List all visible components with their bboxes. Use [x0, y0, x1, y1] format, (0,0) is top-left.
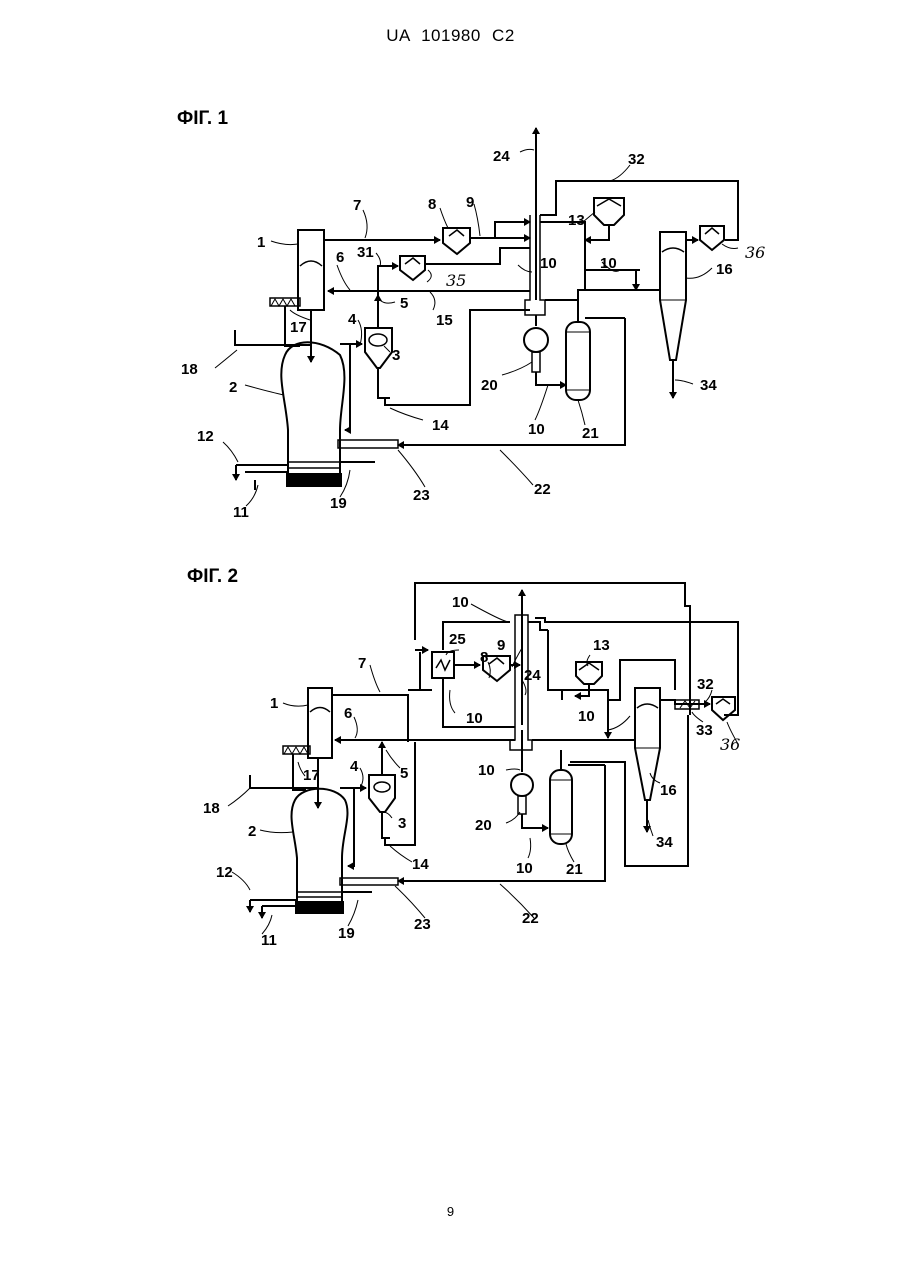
fig1-label-12: 12: [197, 428, 214, 445]
fig1-label-10a: 10: [540, 255, 557, 272]
fig2-label-10c: 10: [578, 708, 595, 725]
fig1-label-19: 19: [330, 495, 347, 512]
fig1-label-11: 11: [233, 504, 249, 521]
fig2-label-20: 20: [475, 817, 492, 834]
fig1-label-22: 22: [534, 481, 551, 498]
fig1-label-2: 2: [229, 379, 237, 396]
cyclone-13: [594, 198, 624, 225]
fig2-label-9: 9: [497, 637, 505, 654]
fig1-label-17: 17: [290, 319, 307, 336]
cyclone-36: [700, 226, 724, 250]
fig1-label-8: 8: [428, 196, 436, 213]
fig1-label-16: 16: [716, 261, 733, 278]
furnace-2: [292, 789, 348, 912]
filter-35: [400, 256, 425, 280]
furnace-2-hearth: [287, 474, 341, 486]
fig1-label-23: 23: [413, 487, 430, 504]
figure-2-labels: 1 2 3 4 5 6 7 8 9 10 10 10 10 10 11 12 1…: [203, 594, 740, 949]
fig1-label-31: 31: [357, 244, 374, 261]
cyclone-13: [576, 662, 602, 684]
fig2-label-7: 7: [358, 655, 366, 672]
fig2-label-36: 36: [720, 735, 740, 754]
fig1-label-10b: 10: [600, 255, 617, 272]
fig2-label-2: 2: [248, 823, 256, 840]
fig1-label-32: 32: [628, 151, 645, 168]
fig1-label-9: 9: [466, 194, 474, 211]
tuyere-23: [340, 878, 398, 885]
tuyere-23: [338, 440, 398, 448]
fig1-label-15: 15: [436, 312, 453, 329]
fig1-label-5: 5: [400, 295, 408, 312]
fig1-label-21: 21: [582, 425, 599, 442]
fig2-label-32: 32: [697, 676, 714, 693]
fig2-label-18: 18: [203, 800, 220, 817]
fig2-label-10e: 10: [516, 860, 533, 877]
preheater-1: [298, 230, 324, 310]
fig2-label-33: 33: [696, 722, 713, 739]
fig2-label-34: 34: [656, 834, 673, 851]
fig2-label-14: 14: [412, 856, 429, 873]
fig1-label-1: 1: [257, 234, 265, 251]
fig2-label-6: 6: [344, 705, 352, 722]
fig1-label-14: 14: [432, 417, 449, 434]
fig2-label-1: 1: [270, 695, 278, 712]
fig1-label-18: 18: [181, 361, 198, 378]
fig1-label-20: 20: [481, 377, 498, 394]
fig1-label-13: 13: [568, 212, 585, 229]
fig2-label-5: 5: [400, 765, 408, 782]
fig1-label-6: 6: [336, 249, 344, 266]
fig2-label-24: 24: [524, 667, 541, 684]
figure-1-diagram: [235, 128, 738, 490]
fig2-label-25: 25: [449, 631, 466, 648]
separator-16: [635, 688, 660, 800]
fig1-label-24: 24: [493, 148, 510, 165]
fig1-label-35: 35: [446, 271, 466, 290]
cyclone-8: [443, 228, 470, 254]
fig1-label-7: 7: [353, 197, 361, 214]
furnace-2-hearth: [296, 902, 343, 913]
figure-2-diagram: [250, 583, 738, 918]
fig2-label-21: 21: [566, 861, 583, 878]
fig2-label-10a: 10: [452, 594, 469, 611]
fig2-label-3: 3: [398, 815, 406, 832]
fig2-label-13: 13: [593, 637, 610, 654]
preheater-1: [308, 688, 332, 758]
cyclone-3: [369, 775, 395, 812]
vessel-21: [566, 322, 590, 400]
fig2-label-12: 12: [216, 864, 233, 881]
fig1-label-3: 3: [392, 347, 400, 364]
fig2-label-10d: 10: [478, 762, 495, 779]
page-number: 9: [0, 1204, 901, 1219]
fig2-label-8: 8: [480, 649, 488, 666]
preheater-1-mark: [300, 261, 322, 266]
pump-20: [524, 328, 548, 352]
vessel-21: [550, 770, 572, 844]
cyclone-36: [712, 697, 735, 720]
fig2-label-19: 19: [338, 925, 355, 942]
pump-20: [511, 774, 533, 796]
furnace-2: [281, 342, 344, 485]
fig2-label-10b: 10: [466, 710, 483, 727]
fig1-label-4: 4: [348, 311, 357, 328]
fig1-label-36: 36: [745, 243, 765, 262]
fig2-label-22: 22: [522, 910, 539, 927]
fig2-label-11: 11: [261, 932, 277, 949]
fig2-label-4: 4: [350, 758, 359, 775]
fig2-label-17: 17: [303, 767, 320, 784]
fig1-label-10c: 10: [528, 421, 545, 438]
fig1-label-34: 34: [700, 377, 717, 394]
fig2-label-16: 16: [660, 782, 677, 799]
fig2-label-23: 23: [414, 916, 431, 933]
